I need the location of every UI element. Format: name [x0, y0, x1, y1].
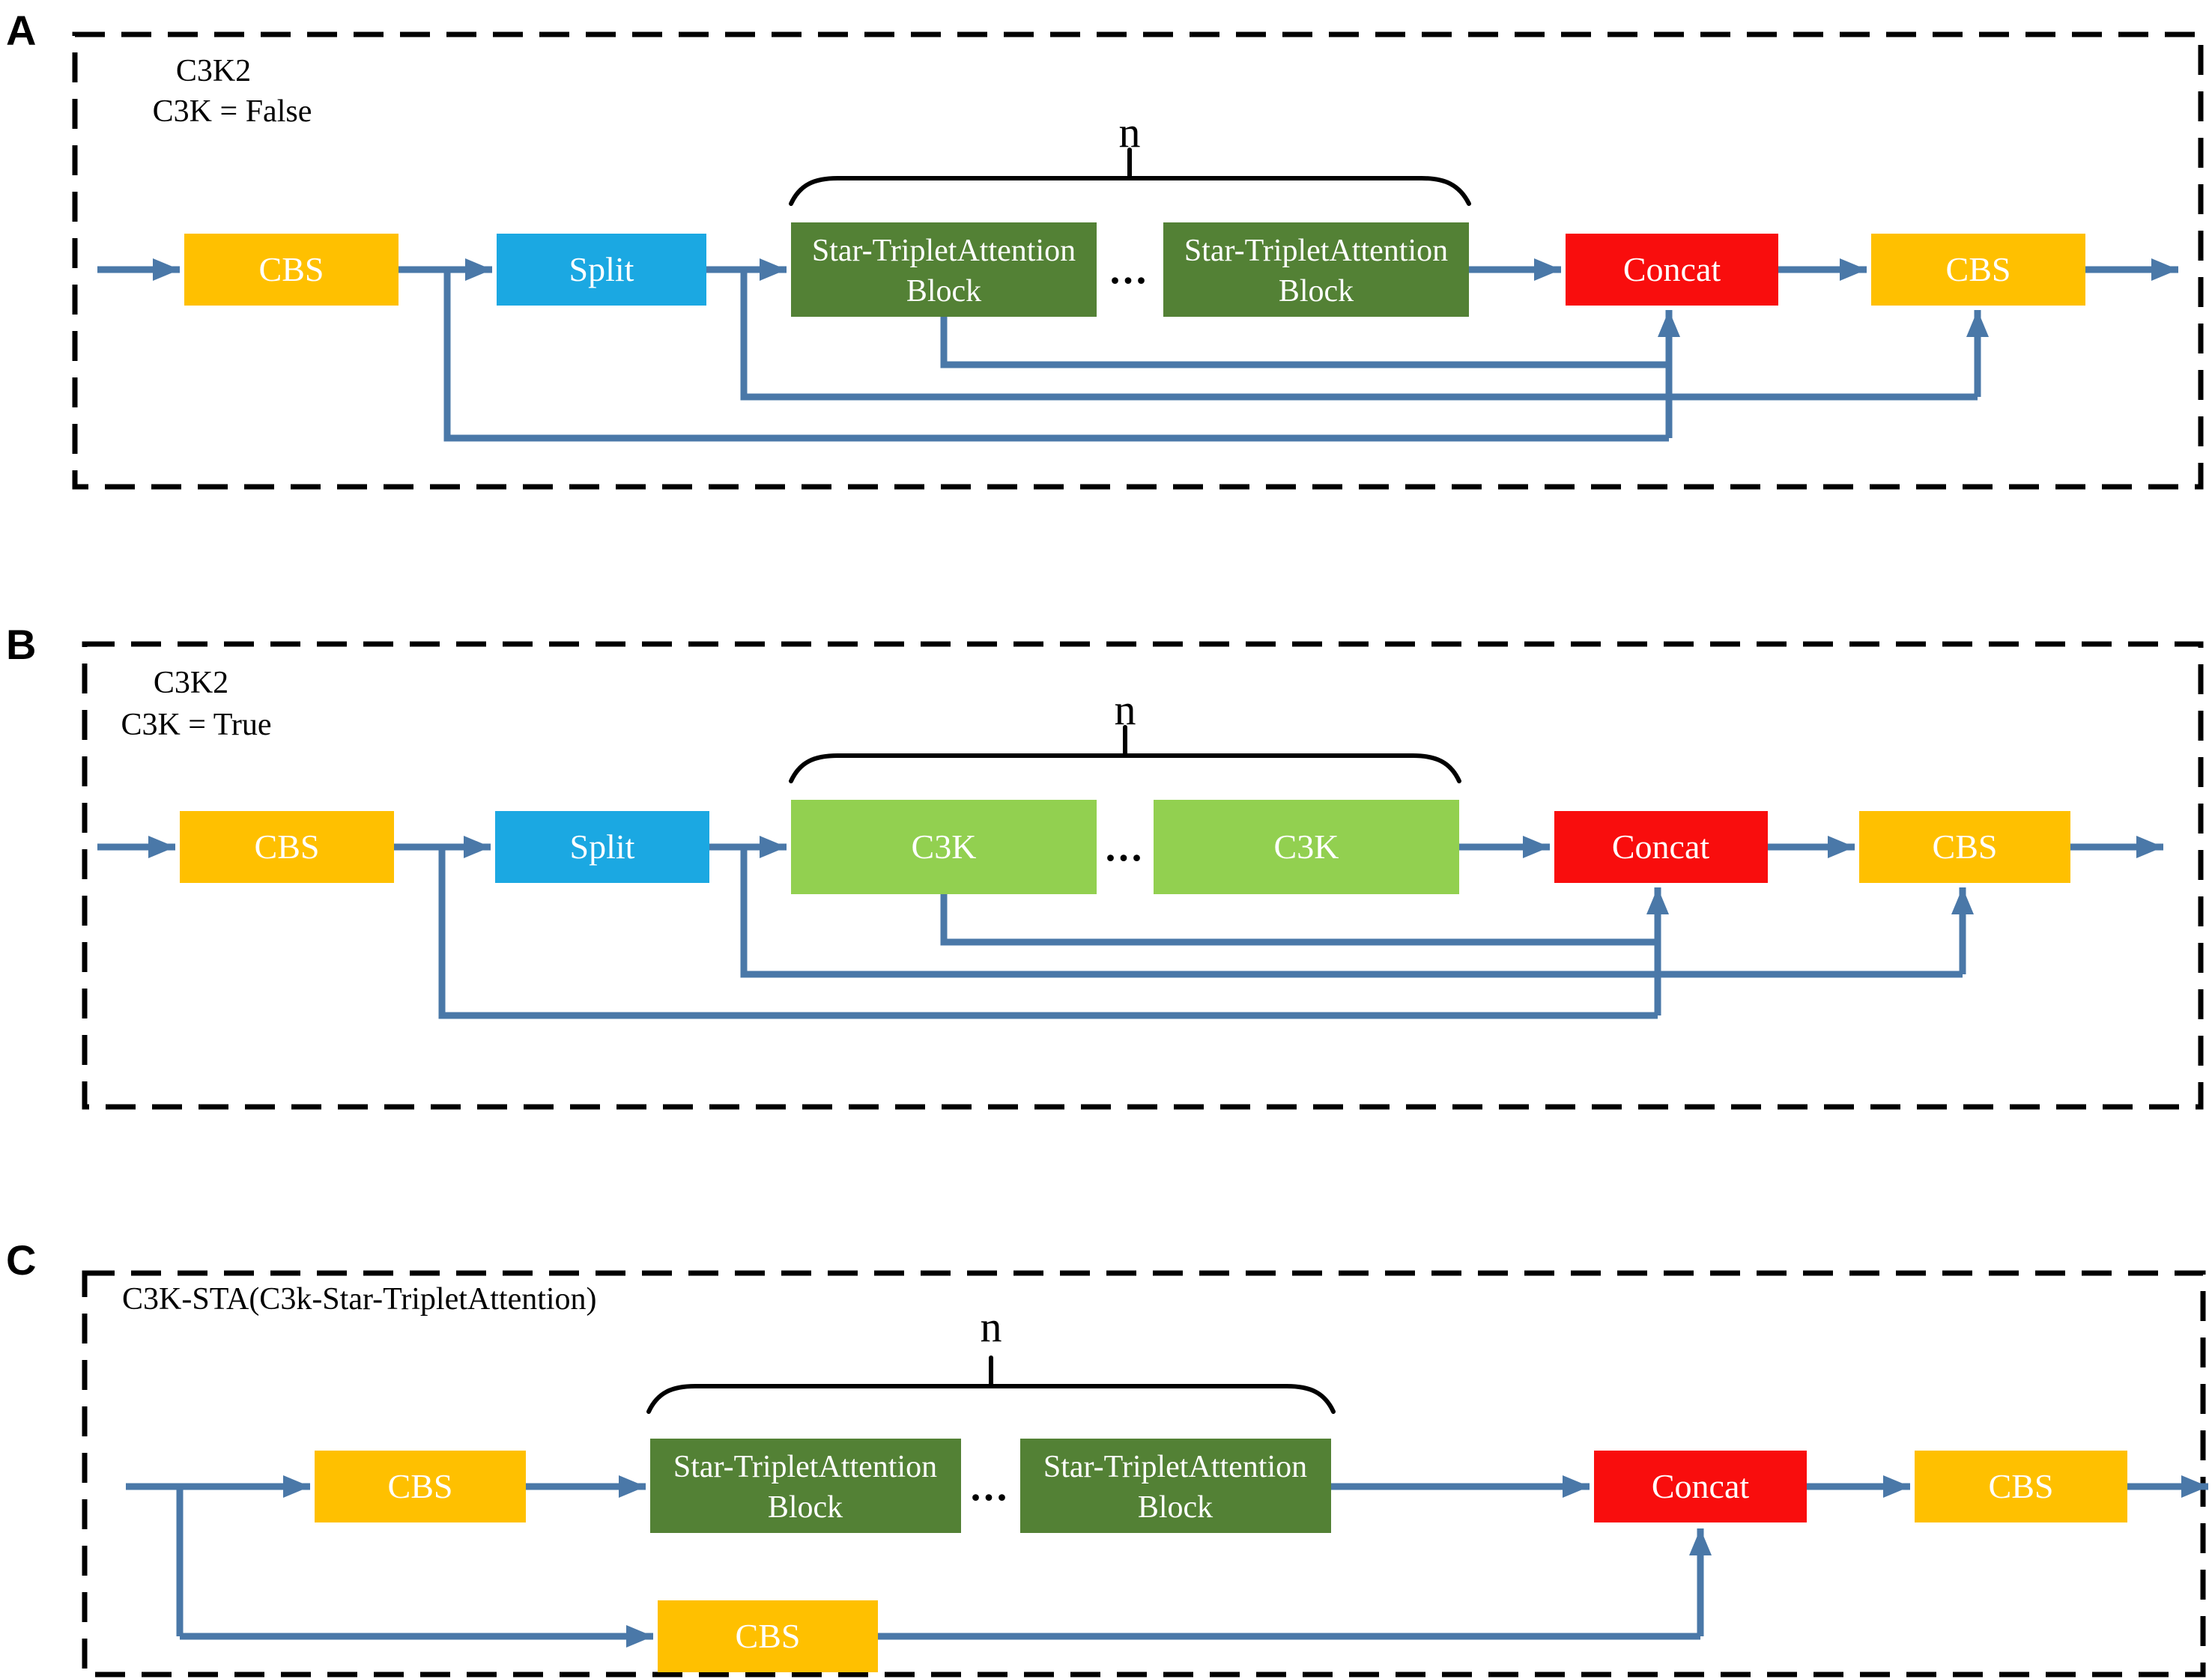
cbs-out-block [1871, 234, 2085, 306]
cbs-branch-label: CBS [736, 1617, 801, 1655]
split-label: Split [569, 250, 634, 288]
concat-label: Concat [1623, 250, 1721, 288]
panel-a-letter: A [6, 7, 36, 54]
split-block [497, 234, 706, 306]
cbs-branch-block [658, 1600, 878, 1672]
panel-a: A C3K2 C3K = False n CBS Split Star-Trip… [6, 7, 2204, 490]
concat-label: Concat [1652, 1467, 1750, 1505]
skip-block1-to-concat [940, 894, 1658, 946]
c3k-block-1 [791, 800, 1097, 894]
concat-block [1554, 811, 1768, 883]
panel-b: B C3K2 C3K = True n CBS Split C3K ... C3… [6, 621, 2204, 1110]
star-block2-label-line1: Star-TripletAttention [1184, 234, 1448, 268]
repeat-brace [789, 753, 1461, 783]
repeat-count-label: n [1119, 108, 1141, 157]
ellipsis: ... [1110, 247, 1150, 292]
repeat-count-label: n [981, 1302, 1002, 1351]
cbs-in-label: CBS [259, 250, 324, 288]
panel-b-title-line1: C3K2 [154, 666, 228, 700]
skip-cbs-to-concat [438, 847, 1658, 1019]
cbs-out-block [1859, 811, 2070, 883]
cbs-in-block [180, 811, 394, 883]
panel-a-boundary [72, 31, 2204, 490]
star-triplet-attention-block-2 [1163, 222, 1469, 317]
concat-label: Concat [1612, 828, 1710, 866]
panel-a-title-line2: C3K = False [153, 94, 312, 129]
ellipsis: ... [971, 1464, 1010, 1509]
star-block2-label-line2: Block [1279, 274, 1354, 309]
skip-split-to-cbs-out [740, 847, 1963, 978]
panel-b-boundary [82, 641, 2204, 1110]
repeat-count-label: n [1115, 685, 1136, 734]
panel-c-boundary [82, 1270, 2206, 1678]
cbs-out-label: CBS [1989, 1467, 2054, 1505]
cbs-in-label: CBS [388, 1467, 453, 1505]
skip-split-to-cbs-out [740, 270, 1978, 401]
panel-c-letter: C [6, 1236, 36, 1284]
star-triplet-attention-block-1 [650, 1439, 961, 1533]
c3k-block-2 [1154, 800, 1459, 894]
star-block1-label-line2: Block [906, 274, 981, 309]
concat-block [1566, 234, 1778, 306]
star-block2-label-line2: Block [1138, 1490, 1213, 1525]
c3k-block1-label: C3K [912, 828, 977, 866]
split-block [495, 811, 709, 883]
panel-c: C C3K-STA(C3k-Star-TripletAttention) n C… [6, 1236, 2208, 1678]
panel-a-title-line1: C3K2 [176, 54, 251, 88]
cbs-in-label: CBS [255, 828, 320, 866]
cbs-out-block [1915, 1451, 2127, 1522]
cbs-in-block [315, 1451, 526, 1522]
star-triplet-attention-block-2 [1020, 1439, 1331, 1533]
repeat-brace [789, 176, 1471, 206]
star-block1-label-line1: Star-TripletAttention [812, 234, 1076, 268]
split-label: Split [570, 828, 635, 866]
cbs-out-label: CBS [1946, 250, 2011, 288]
star-block1-label-line1: Star-TripletAttention [673, 1450, 937, 1484]
concat-block [1594, 1451, 1807, 1522]
cbs-in-block [184, 234, 399, 306]
skip-cbs-to-concat [443, 270, 1669, 442]
star-block2-label-line1: Star-TripletAttention [1043, 1450, 1307, 1484]
cbs-out-label: CBS [1933, 828, 1998, 866]
repeat-brace [646, 1384, 1336, 1414]
skip-block1-to-concat [940, 317, 1669, 368]
c3k-block2-label: C3K [1274, 828, 1339, 866]
panel-c-title: C3K-STA(C3k-Star-TripletAttention) [122, 1282, 597, 1317]
panel-b-title-line2: C3K = True [121, 708, 271, 742]
star-triplet-attention-block-1 [791, 222, 1097, 317]
ellipsis: ... [1106, 825, 1145, 869]
panel-b-letter: B [6, 621, 36, 668]
star-block1-label-line2: Block [768, 1490, 843, 1525]
